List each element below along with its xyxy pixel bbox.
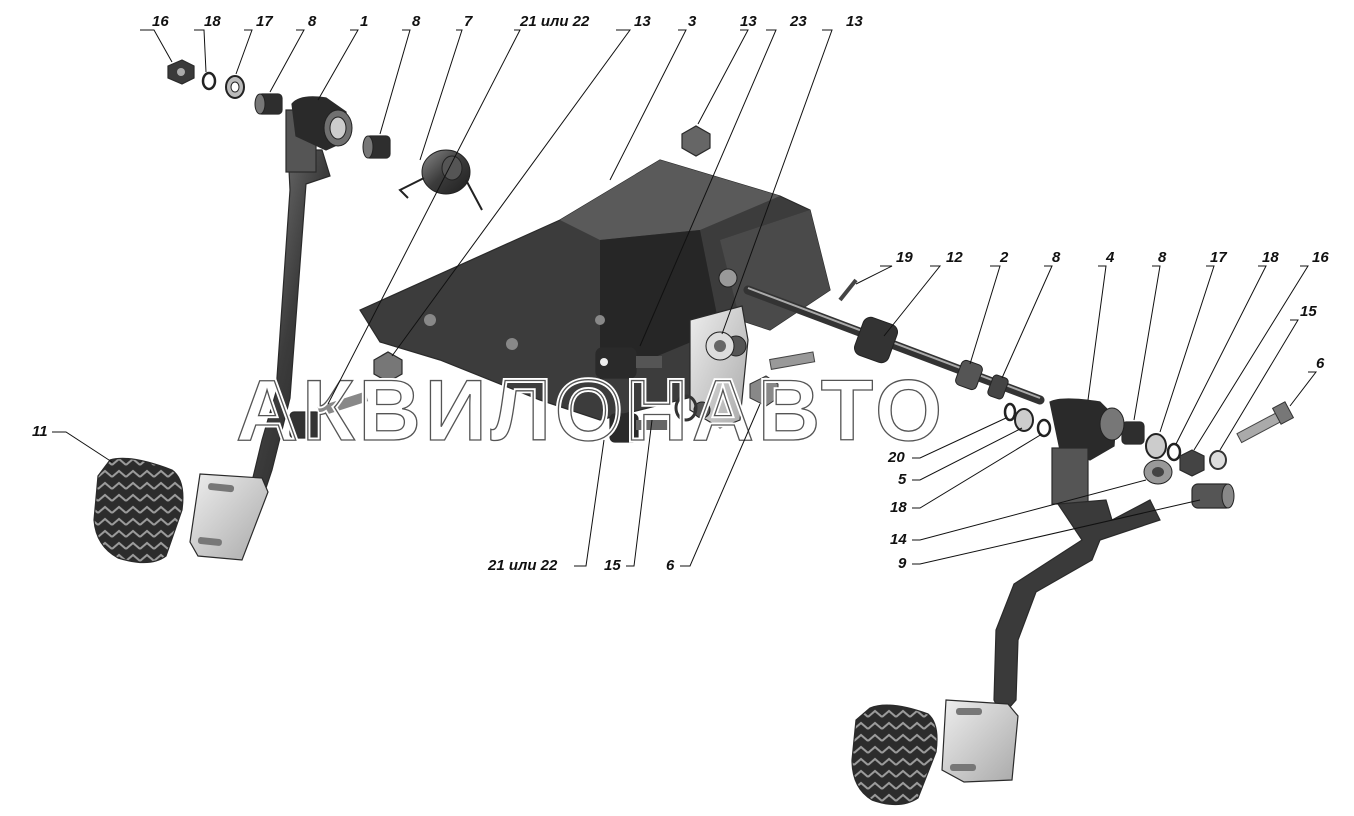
bolt-6-mid bbox=[749, 351, 816, 407]
left-rubber-pad bbox=[93, 457, 184, 564]
watermark-halo: АКВИЛОНАВТО bbox=[236, 363, 946, 459]
bushing-8-mid bbox=[362, 135, 391, 159]
washer-18-right bbox=[1166, 442, 1182, 462]
switch-21-22-lower bbox=[609, 413, 668, 443]
washer-18-center bbox=[1036, 418, 1052, 438]
callout-17-left: 17 bbox=[256, 13, 273, 30]
callout-18-right: 18 bbox=[1262, 249, 1279, 266]
callout-12: 12 bbox=[946, 249, 963, 266]
left-pedal-pad bbox=[189, 473, 269, 561]
callout-13-b: 13 bbox=[740, 13, 757, 30]
callout-18-left: 18 bbox=[204, 13, 221, 30]
callout-9: 9 bbox=[898, 555, 907, 572]
pedal-shaft bbox=[743, 285, 1045, 405]
watermark: АКВИЛОНАВТО bbox=[236, 363, 946, 459]
callout-19: 19 bbox=[896, 249, 913, 266]
callout-labels: 16 18 17 8 1 8 7 21 или 22 13 3 13 23 13… bbox=[32, 13, 1329, 574]
callout-16-right: 16 bbox=[1312, 249, 1329, 266]
nut-13-left bbox=[373, 351, 403, 383]
right-pedal-pad bbox=[941, 699, 1019, 783]
right-pedal-lever bbox=[993, 398, 1161, 718]
left-pedal-lever bbox=[247, 96, 353, 501]
callout-23: 23 bbox=[789, 13, 807, 30]
callout-8-c: 8 bbox=[1052, 249, 1061, 266]
pin-19 bbox=[838, 278, 858, 302]
bushing-14 bbox=[1143, 459, 1173, 485]
callout-18-center: 18 bbox=[890, 499, 907, 516]
washer-17-right bbox=[1145, 433, 1167, 459]
bolt-6-right bbox=[1236, 401, 1295, 444]
nut-16-left bbox=[167, 59, 195, 85]
right-rubber-pad bbox=[851, 704, 938, 806]
stop-bolt-9 bbox=[1191, 483, 1235, 509]
washer-5 bbox=[1014, 408, 1034, 432]
washer-18-left bbox=[201, 71, 217, 91]
nut-13-top bbox=[681, 125, 711, 157]
callout-2: 2 bbox=[999, 249, 1009, 266]
return-spring-7 bbox=[398, 149, 483, 211]
callout-15-right: 15 bbox=[1300, 303, 1317, 320]
switch-21-22-upper bbox=[289, 391, 369, 439]
bushing-8-right bbox=[1121, 421, 1145, 445]
callout-7: 7 bbox=[464, 13, 473, 30]
washer-15-left bbox=[674, 394, 698, 422]
callout-5: 5 bbox=[898, 471, 907, 488]
nut-16-right bbox=[1179, 449, 1205, 477]
callout-21-22-bottom: 21 или 22 bbox=[487, 557, 558, 574]
callout-13-a: 13 bbox=[634, 13, 651, 30]
callout-8-a: 8 bbox=[308, 13, 317, 30]
bushing-8-left bbox=[254, 93, 283, 115]
callout-8-d: 8 bbox=[1158, 249, 1167, 266]
callout-6-left: 6 bbox=[666, 557, 675, 574]
nut-13-right bbox=[705, 331, 735, 361]
stop-switch-23 bbox=[595, 347, 662, 379]
callout-4: 4 bbox=[1105, 249, 1115, 266]
callout-15-left: 15 bbox=[604, 557, 621, 574]
callout-11: 11 bbox=[32, 423, 48, 440]
callout-14: 14 bbox=[890, 531, 907, 548]
callout-8-b: 8 bbox=[412, 13, 421, 30]
callout-16-left: 16 bbox=[152, 13, 169, 30]
callout-1: 1 bbox=[360, 13, 368, 30]
callout-3: 3 bbox=[688, 13, 697, 30]
leader-lines bbox=[52, 29, 1318, 567]
callout-20: 20 bbox=[887, 449, 905, 466]
callout-21-22-top: 21 или 22 bbox=[519, 13, 590, 30]
callout-17-right: 17 bbox=[1210, 249, 1227, 266]
callout-6-right: 6 bbox=[1316, 355, 1325, 372]
washer-15-right bbox=[1209, 450, 1227, 470]
callout-13-c: 13 bbox=[846, 13, 863, 30]
circlip-20 bbox=[1003, 402, 1017, 422]
